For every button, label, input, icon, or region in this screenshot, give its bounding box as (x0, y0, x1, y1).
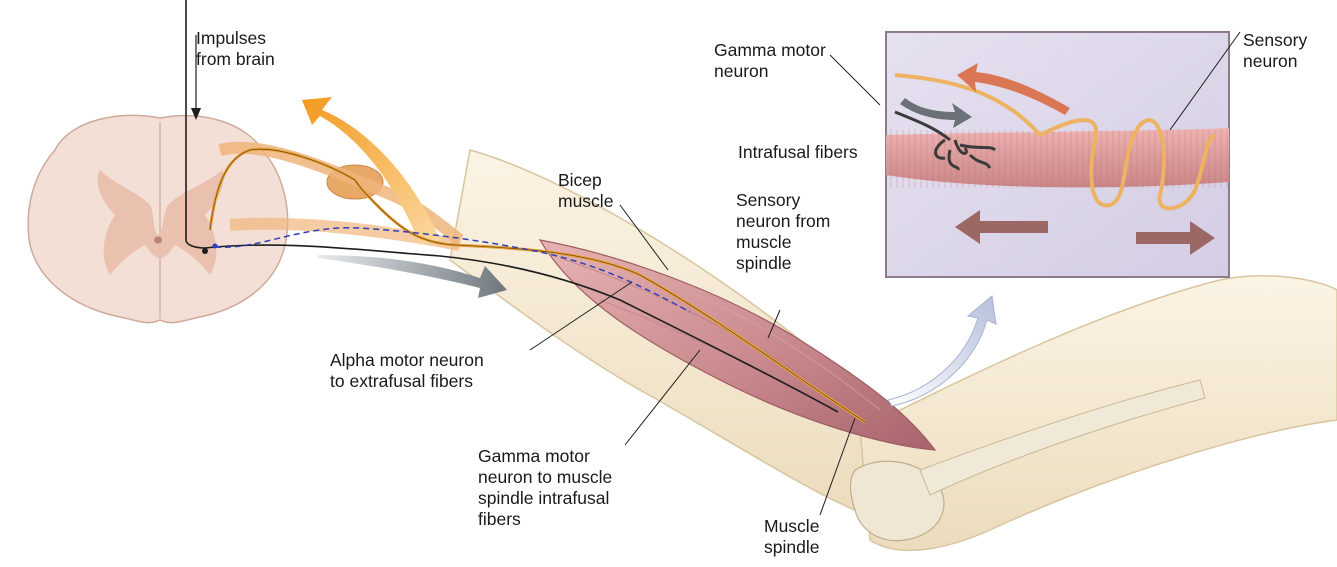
label-line: neuron (714, 61, 826, 82)
label-line: fibers (478, 509, 612, 530)
central-canal (154, 237, 162, 244)
label-line: from brain (196, 49, 275, 70)
label-line: Gamma motor (478, 446, 612, 467)
label-line: neuron (1243, 51, 1307, 72)
label-line: Muscle (764, 516, 819, 537)
label-line: neuron from (736, 211, 830, 232)
label-gamma-motor-neuron-main: Gamma motor neuron to muscle spindle int… (478, 446, 612, 530)
label-line: muscle (558, 191, 613, 212)
label-line: neuron to muscle (478, 467, 612, 488)
label-intrafusal-fibers: Intrafusal fibers (738, 142, 858, 163)
label-bicep-muscle: Bicep muscle (558, 170, 613, 212)
label-line: to extrafusal fibers (330, 371, 484, 392)
label-line: muscle (736, 232, 830, 253)
label-sensory-neuron-from-spindle: Sensory neuron from muscle spindle (736, 190, 830, 274)
label-line: Gamma motor (714, 40, 826, 61)
muscle-spindle-inset (886, 32, 1229, 277)
label-impulses-from-brain: Impulses from brain (196, 28, 275, 70)
label-gamma-motor-neuron-inset: Gamma motor neuron (714, 40, 826, 82)
label-line: spindle intrafusal (478, 488, 612, 509)
label-line: Impulses (196, 28, 275, 49)
label-line: Intrafusal fibers (738, 142, 858, 163)
label-line: Sensory (1243, 30, 1307, 51)
label-alpha-motor-neuron: Alpha motor neuron to extrafusal fibers (330, 350, 484, 392)
label-muscle-spindle: Muscle spindle (764, 516, 819, 558)
spinal-cord-section (28, 115, 460, 322)
label-line: Bicep (558, 170, 613, 191)
label-line: Sensory (736, 190, 830, 211)
label-line: spindle (764, 537, 819, 558)
label-line: spindle (736, 253, 830, 274)
label-line: Alpha motor neuron (330, 350, 484, 371)
label-sensory-neuron-inset: Sensory neuron (1243, 30, 1307, 72)
